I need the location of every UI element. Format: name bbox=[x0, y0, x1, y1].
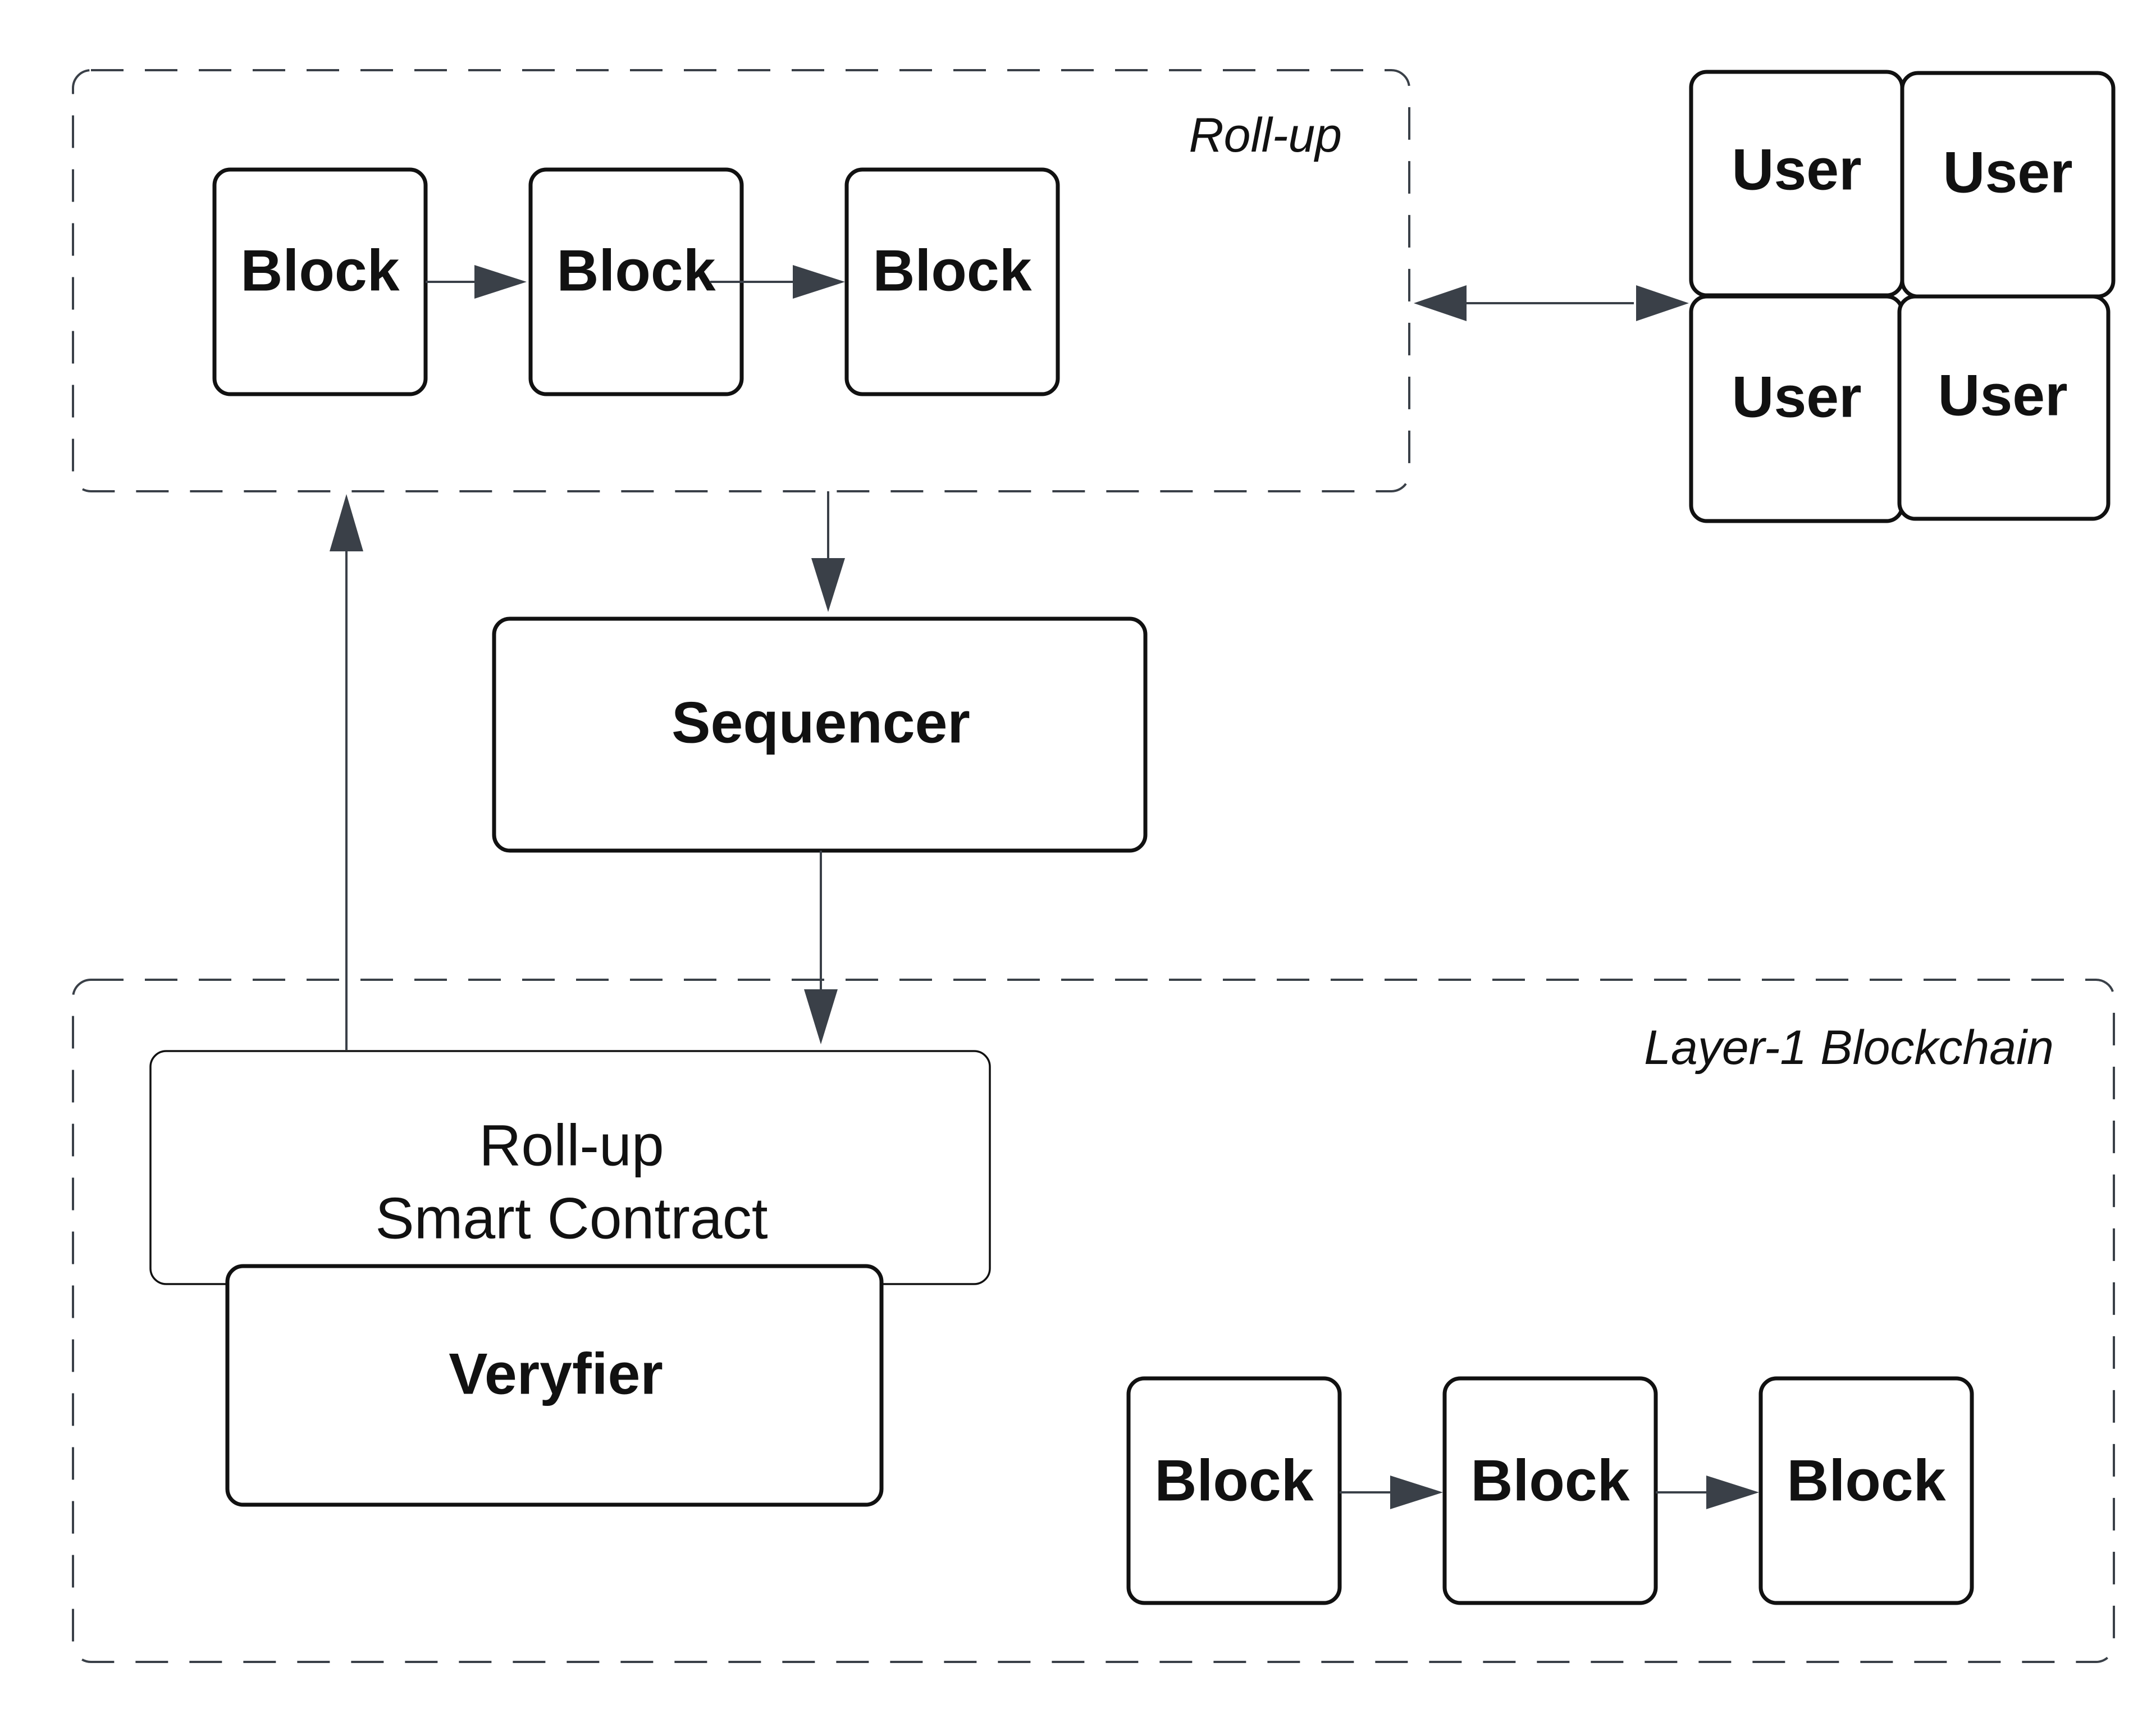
user-box-1: User bbox=[1689, 70, 1904, 298]
contract-to-rollup-arrow bbox=[330, 494, 363, 1050]
layer1-block-2: Block bbox=[1442, 1376, 1658, 1605]
rollup-block-3: Block bbox=[844, 167, 1060, 396]
layer1-arrow-1-2 bbox=[1340, 1476, 1443, 1509]
svg-text:Sequencer: Sequencer bbox=[672, 690, 970, 755]
rollup-users-arrow bbox=[1414, 285, 1689, 321]
sequencer-box: Sequencer bbox=[492, 616, 1148, 853]
layer1-label: Layer-1 Blockchain bbox=[1644, 1021, 2054, 1075]
svg-text:Block: Block bbox=[1787, 1448, 1945, 1513]
rollup-arrow-1-2 bbox=[426, 265, 527, 299]
svg-text:Block: Block bbox=[1470, 1448, 1629, 1513]
svg-text:Block: Block bbox=[1154, 1448, 1313, 1513]
rollup-to-sequencer-arrow bbox=[811, 491, 845, 612]
svg-text:Smart Contract: Smart Contract bbox=[375, 1186, 768, 1251]
verifier-box: Veryfier bbox=[225, 1264, 884, 1507]
svg-text:Block: Block bbox=[556, 238, 715, 303]
rollup-arrow-2-3 bbox=[710, 265, 845, 299]
svg-text:Block: Block bbox=[873, 238, 1031, 303]
user-box-4: User bbox=[1897, 294, 2111, 521]
svg-text:Roll-up: Roll-up bbox=[479, 1113, 664, 1178]
svg-text:User: User bbox=[1732, 364, 1861, 430]
user-box-3: User bbox=[1689, 294, 1904, 523]
rollup-block-2: Block bbox=[528, 167, 744, 396]
user-box-2: User bbox=[1900, 71, 2116, 299]
svg-text:User: User bbox=[1938, 363, 2067, 428]
rollup-label: Roll-up bbox=[1189, 108, 1342, 162]
layer1-container bbox=[72, 979, 2115, 1663]
svg-text:User: User bbox=[1732, 137, 1861, 202]
layer1-block-3: Block bbox=[1758, 1376, 1974, 1605]
svg-text:Block: Block bbox=[240, 238, 399, 303]
svg-text:Veryfier: Veryfier bbox=[449, 1341, 663, 1406]
rollup-smart-contract-box: Roll-up Smart Contract bbox=[149, 1050, 991, 1285]
svg-text:User: User bbox=[1943, 140, 2072, 205]
rollup-container bbox=[72, 69, 1410, 492]
layer1-block-1: Block bbox=[1126, 1376, 1342, 1605]
sequencer-to-contract-arrow bbox=[804, 851, 838, 1044]
rollup-block-1: Block bbox=[212, 167, 428, 396]
layer1-arrow-2-3 bbox=[1656, 1476, 1759, 1509]
